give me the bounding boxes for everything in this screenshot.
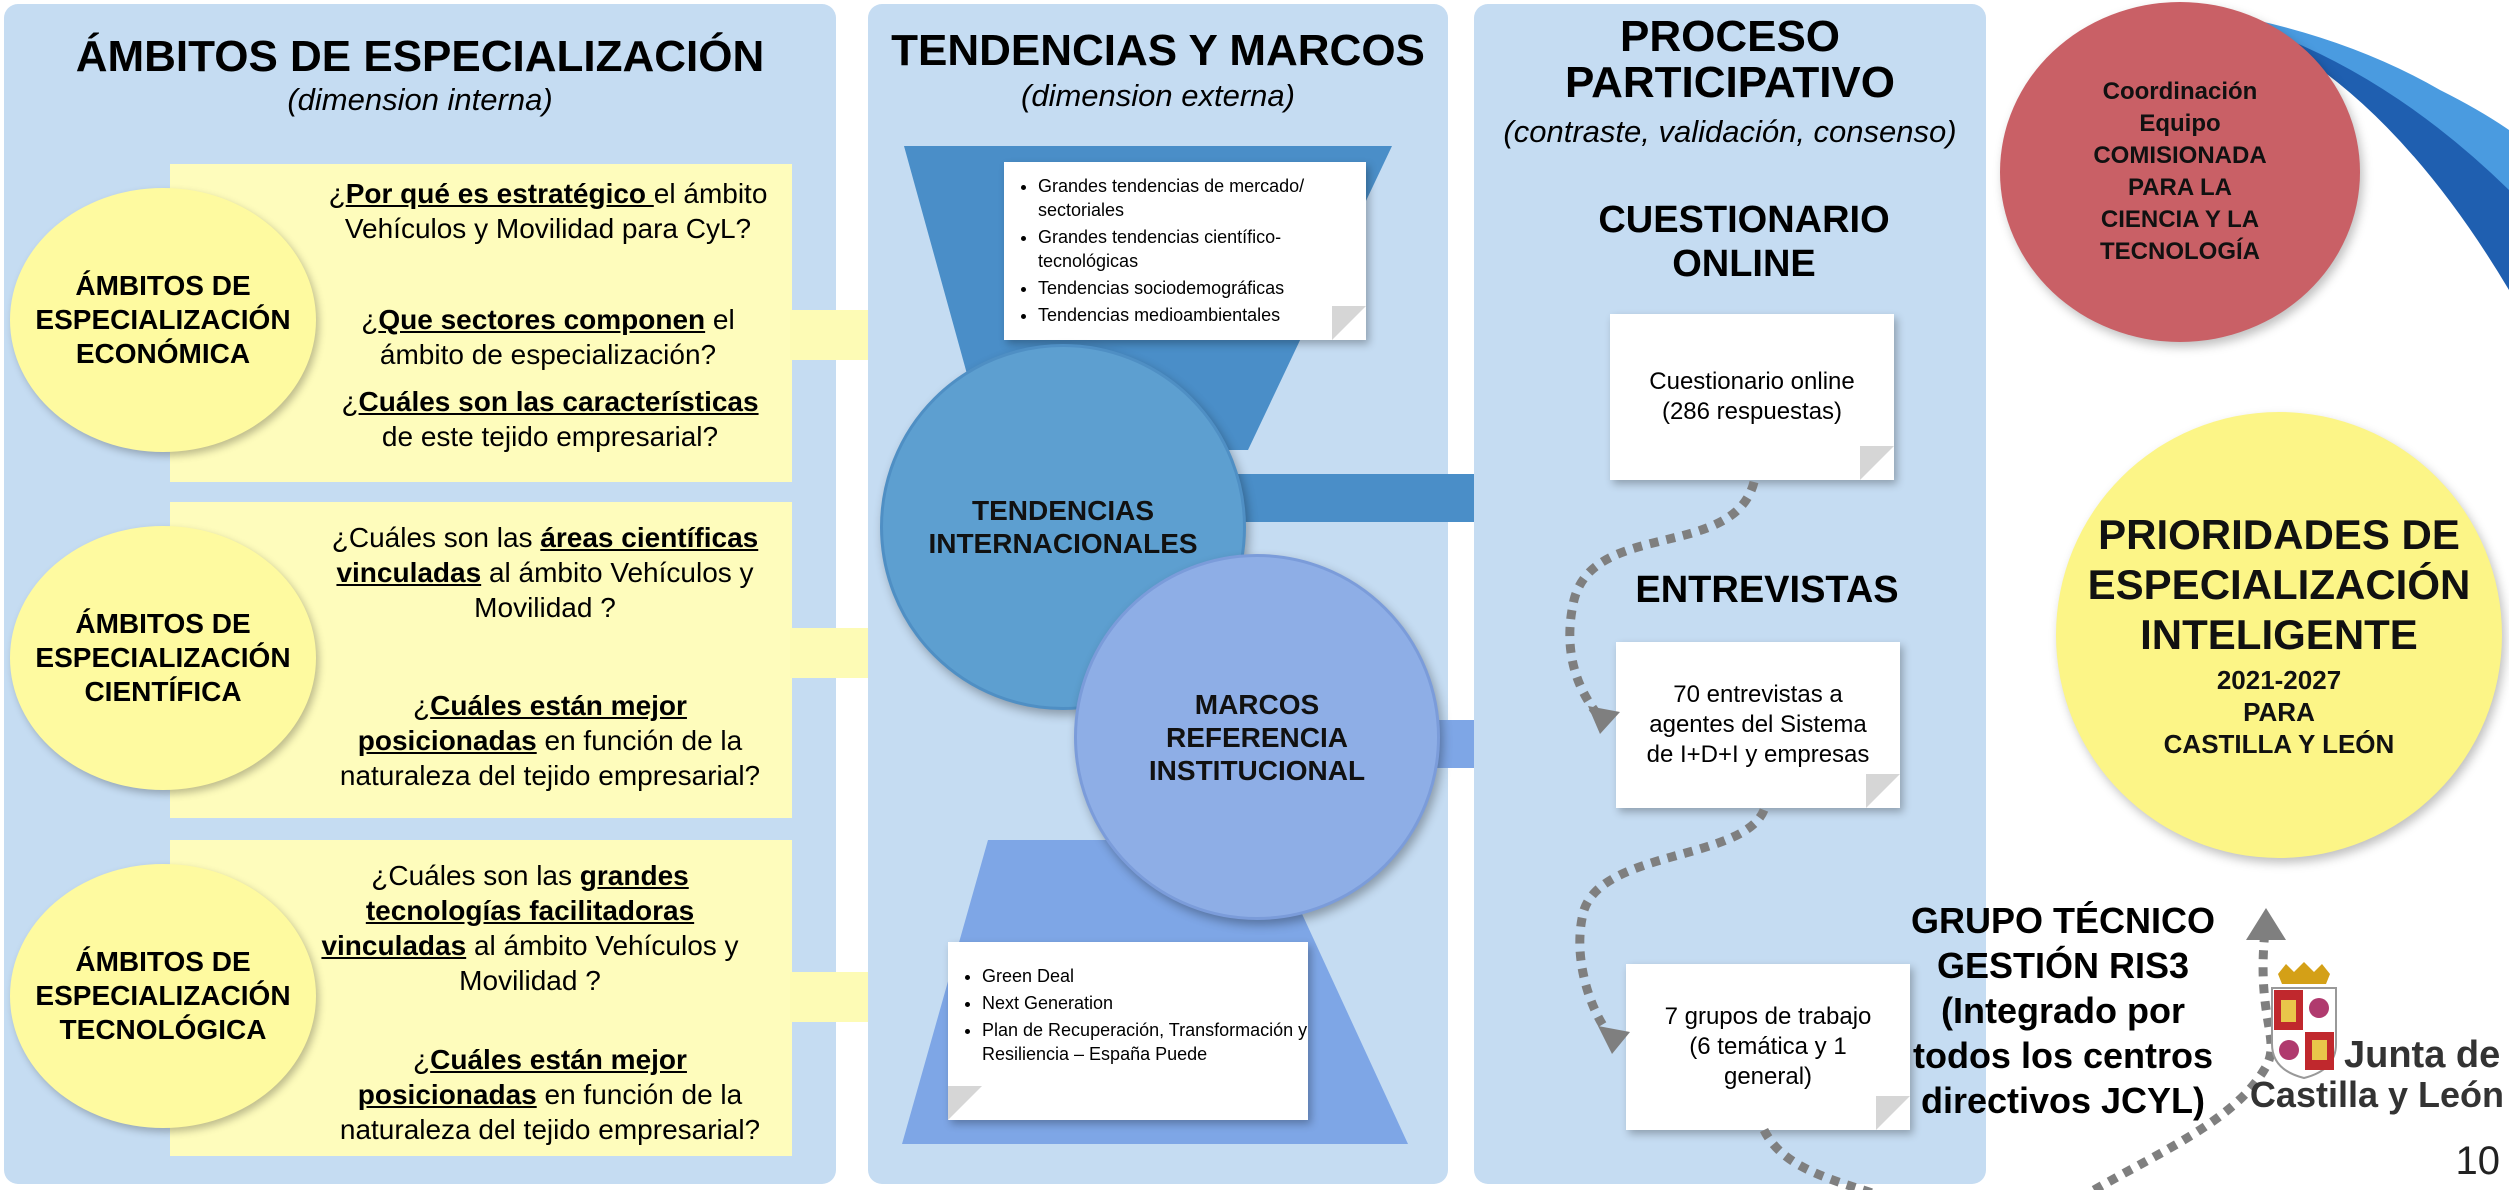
marcos-list-card: Green Deal Next Generation Plan de Recup… (948, 942, 1308, 1120)
page-number: 10 (2455, 1139, 2501, 1183)
panel-proceso-subtitle: (contraste, validación, consenso) (1503, 114, 1957, 149)
panel-tendencias-title: TENDENCIAS Y MARCOS (891, 26, 1425, 75)
junta-logo: Junta de Castilla y León (2240, 954, 2505, 1124)
logo-text-junta: Junta de (2344, 1034, 2501, 1076)
marco-item: Plan de Recuperación, Transformación y R… (982, 1018, 1308, 1066)
note-fold (1876, 1096, 1910, 1130)
question-mejor-posicionadas-tecnologica: ¿Cuáles están mejor posicionadas en func… (339, 1044, 761, 1145)
panel-tendencias-subtitle: (dimension externa) (1021, 78, 1295, 113)
card-fold (1332, 306, 1366, 340)
note-fold (1860, 446, 1894, 480)
marco-item: Green Deal (982, 964, 1308, 988)
panel-ambitos-subtitle: (dimension interna) (287, 82, 553, 117)
arrow-tendencias-to-proceso (1228, 448, 1538, 548)
question-sectores: ¿Que sectores componen el ámbito de espe… (361, 304, 735, 370)
dotted-connectors (1565, 480, 2286, 1190)
panel-ambitos-title: ÁMBITOS DE ESPECIALIZACIÓN (75, 32, 765, 81)
heading-entrevistas: ENTREVISTAS (1635, 569, 1899, 611)
tendencia-item: Grandes tendencias de mercado/ sectorial… (1038, 174, 1366, 222)
logo-text-castilla: Castilla y León (2249, 1074, 2504, 1115)
card-fold-left (948, 1086, 982, 1120)
note-cuestionario: Cuestionario online(286 respuestas) (1610, 314, 1894, 480)
corner-swoosh-decoration (2140, 0, 2509, 290)
question-areas-cientificas: ¿Cuáles son las áreas científicas vincul… (331, 522, 759, 623)
tendencias-list-card: Grandes tendencias de mercado/ sectorial… (1004, 162, 1366, 340)
marco-item: Next Generation (982, 991, 1308, 1015)
question-caracteristicas: ¿Cuáles son las características de este … (341, 386, 759, 452)
coat-of-arms-icon (2271, 962, 2337, 1080)
tendencia-item: Tendencias sociodemográficas (1038, 276, 1366, 300)
note-fold (1866, 774, 1900, 808)
tendencia-item: Tendencias medioambientales (1038, 303, 1366, 327)
question-mejor-posicionadas-cientifica: ¿Cuáles están mejor posicionadas en func… (339, 690, 761, 791)
question-tecnologias-facilitadoras: ¿Cuáles son las grandes tecnologías faci… (321, 860, 739, 996)
question-estrategico: ¿Por qué es estratégico el ámbito Vehícu… (328, 178, 768, 244)
tendencia-item: Grandes tendencias científico-tecnológic… (1038, 225, 1366, 273)
